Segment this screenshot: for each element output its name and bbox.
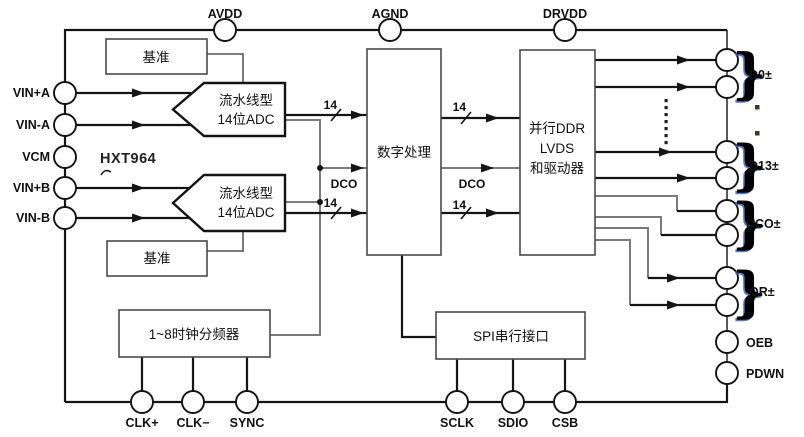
pin-label-dco: DCO± — [746, 217, 781, 231]
pin-d0-minus — [715, 75, 739, 99]
pin-d0-plus — [715, 48, 739, 72]
lvds-label-line1: 并行DDR — [529, 121, 585, 136]
adc-b-label-line2: 14位ADC — [217, 205, 274, 220]
pin-or-plus — [715, 266, 739, 290]
clock-divider-label: 1~8时钟分频器 — [149, 326, 240, 342]
spi-interface-label: SPI串行接口 — [473, 328, 549, 344]
pin-label-vin-minus-b: VIN-B — [16, 211, 50, 225]
pin-dco-minus — [715, 223, 739, 247]
pin-label-or: OR± — [749, 285, 775, 299]
pin-labels: AVDD AGND DRVDD VIN+A VIN-A VCM VIN+B VI… — [13, 7, 784, 430]
pin-drvdd — [553, 18, 577, 42]
chip-name-label: HXT964 — [100, 151, 156, 167]
lvds-output-wires — [595, 55, 716, 310]
pin-pdwn — [715, 361, 739, 385]
pin-label-avdd: AVDD — [208, 7, 243, 21]
pin-sdio — [501, 390, 525, 414]
brace-shadow-or: } — [731, 262, 766, 326]
block-adc-a — [171, 81, 287, 138]
pin-sclk — [445, 390, 469, 414]
pin-label-pdwn: PDWN — [746, 367, 784, 381]
analog-input-wires — [76, 88, 191, 223]
clipped-glyph — [100, 169, 112, 176]
adc-a-label-line1: 流水线型 — [219, 93, 273, 108]
block-reference-bottom — [106, 240, 208, 277]
pin-sync — [235, 390, 259, 414]
bus-a-in-width-label: 14 — [324, 98, 338, 112]
pin-label-vin-plus-b: VIN+B — [13, 181, 50, 195]
pin-vin-minus-a — [53, 113, 77, 137]
pin-vin-minus-b — [53, 206, 77, 230]
pin-vcm — [53, 145, 77, 169]
brace-d0: } — [732, 42, 767, 106]
bus-a-out-width-label: 14 — [453, 100, 467, 114]
clock-distribution-wires — [270, 119, 367, 336]
lvds-label-line3: 和驱动器 — [530, 161, 584, 176]
pin-circles — [53, 18, 739, 414]
pin-label-d0: D0± — [749, 68, 772, 82]
brace-shadow-dco: } — [731, 193, 766, 257]
reference-top-label: 基准 — [143, 49, 170, 65]
pin-label-vin-minus-a: VIN-A — [16, 118, 50, 132]
pin-csb — [553, 390, 577, 414]
bus-b-out-width-label: 14 — [453, 198, 467, 212]
adc-a-label-line2: 14位ADC — [217, 112, 274, 127]
pin-or-minus — [715, 293, 739, 317]
pin-avdd — [213, 18, 237, 42]
bus-ellipsis-dots — [664, 99, 760, 145]
block-clock-divider — [118, 309, 271, 358]
pin-label-sync: SYNC — [230, 416, 265, 430]
adc-bus-wires — [285, 108, 367, 220]
block-adc-b — [171, 173, 287, 233]
pin-clk-minus — [181, 390, 205, 414]
block-spi-interface — [435, 311, 586, 360]
dco-in-label: DCO — [331, 177, 358, 191]
brace-dco: } — [732, 191, 767, 255]
brace-or: } — [732, 260, 767, 324]
pin-pair-braces: } } } } } } } } — [731, 42, 767, 326]
dco-out-label: DCO — [459, 177, 486, 191]
pin-vin-plus-a — [53, 81, 77, 105]
pin-label-agnd: AGND — [372, 7, 409, 21]
brace-d13: } — [732, 133, 767, 197]
clock-pin-wires — [140, 357, 249, 391]
bus-b-in-width-label: 14 — [324, 196, 338, 210]
pin-label-clk-minus: CLK− — [177, 416, 210, 430]
pin-label-clk-plus: CLK+ — [126, 416, 159, 430]
pin-label-sdio: SDIO — [498, 416, 529, 430]
pin-label-csb: CSB — [552, 416, 578, 430]
reference-wires — [207, 53, 244, 252]
digital-output-wires — [441, 111, 520, 220]
block-lvds-driver — [519, 49, 596, 256]
pin-d13-plus — [715, 140, 739, 164]
pin-label-vcm: VCM — [22, 150, 50, 164]
reference-bottom-label: 基准 — [144, 250, 171, 266]
lvds-label-line2: LVDS — [540, 141, 574, 156]
spi-wires — [400, 255, 567, 391]
signal-labels: 14 14 14 14 DCO DCO — [324, 98, 486, 212]
block-digital-processing — [366, 48, 442, 256]
pin-clk-plus — [130, 390, 154, 414]
pin-oeb — [715, 330, 739, 354]
digital-processing-label: 数字处理 — [377, 145, 431, 160]
pin-label-d13: D13± — [749, 159, 779, 173]
pin-dco-plus — [715, 199, 739, 223]
pin-label-oeb: OEB — [746, 336, 773, 350]
pin-d13-minus — [715, 166, 739, 190]
brace-shadow-d0: } — [731, 43, 766, 107]
pin-label-drvdd: DRVDD — [543, 7, 587, 21]
block-reference-top — [105, 38, 208, 75]
brace-shadow-d13: } — [731, 135, 766, 199]
pin-label-sclk: SCLK — [440, 416, 474, 430]
pin-agnd — [378, 18, 402, 42]
pin-vin-plus-b — [53, 176, 77, 200]
pin-label-vin-plus-a: VIN+A — [13, 86, 50, 100]
adc-b-label-line1: 流水线型 — [219, 186, 273, 201]
